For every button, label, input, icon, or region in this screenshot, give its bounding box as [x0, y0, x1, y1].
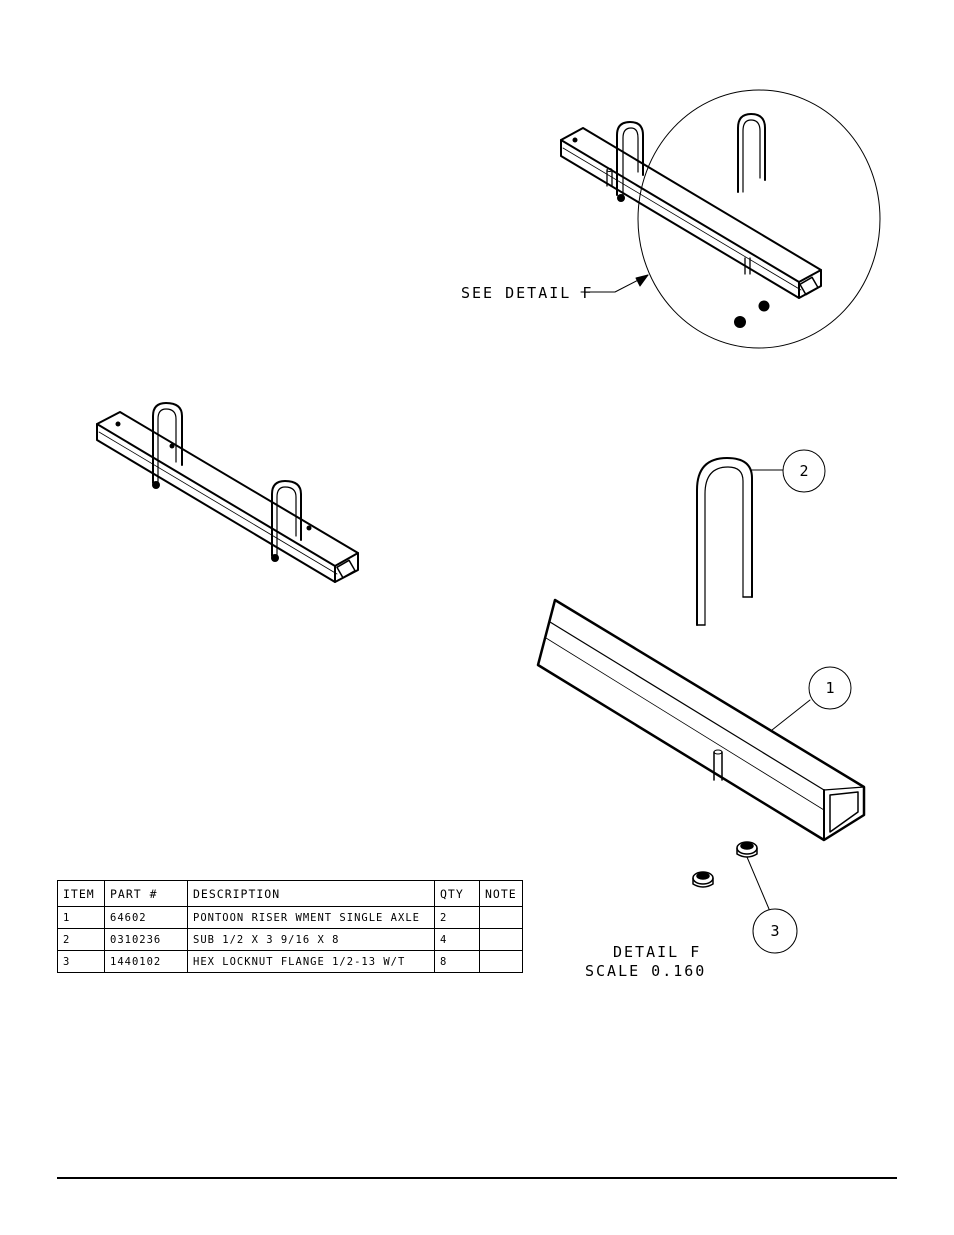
bom-cell-part: 0310236	[104, 928, 188, 951]
bom-cell-item: 2	[57, 928, 105, 951]
bom-row: 1 64602 PONTOON RISER WMENT SINGLE AXLE …	[57, 906, 523, 929]
bom-cell-item: 3	[57, 950, 105, 973]
top-assembly-view	[560, 89, 881, 349]
footer-rule	[57, 1177, 897, 1179]
detail-title: DETAIL F	[613, 943, 701, 961]
bom-header-item: ITEM	[57, 880, 105, 907]
bom-row: 2 0310236 SUB 1/2 X 3 9/16 X 8 4	[57, 928, 523, 951]
bom-header-qty: QTY	[434, 880, 480, 907]
bom-cell-part: 64602	[104, 906, 188, 929]
bill-of-materials: ITEM PART # DESCRIPTION QTY NOTE 1 64602…	[57, 880, 523, 973]
detail-scale: SCALE 0.160	[585, 962, 706, 980]
bom-cell-note	[479, 906, 523, 929]
bom-cell-qty: 4	[434, 928, 480, 951]
bom-cell-description: SUB 1/2 X 3 9/16 X 8	[187, 928, 435, 951]
bom-cell-description: HEX LOCKNUT FLANGE 1/2-13 W/T	[187, 950, 435, 973]
bom-cell-qty: 2	[434, 906, 480, 929]
detail-f-view	[536, 449, 866, 954]
bom-cell-part: 1440102	[104, 950, 188, 973]
balloon-label: 1	[825, 679, 834, 697]
bom-header-note: NOTE	[479, 880, 523, 907]
bom-header-description: DESCRIPTION	[187, 880, 435, 907]
bom-cell-qty: 8	[434, 950, 480, 973]
bom-header-part: PART #	[104, 880, 188, 907]
bom-cell-note	[479, 928, 523, 951]
full-assembly-view	[96, 402, 359, 583]
see-detail-callout: SEE DETAIL F	[461, 284, 593, 302]
bom-cell-note	[479, 950, 523, 973]
balloon-label: 3	[770, 922, 779, 940]
bom-cell-item: 1	[57, 906, 105, 929]
balloon-label: 2	[799, 462, 808, 480]
bom-header-row: ITEM PART # DESCRIPTION QTY NOTE	[57, 880, 523, 907]
bom-cell-description: PONTOON RISER WMENT SINGLE AXLE	[187, 906, 435, 929]
bom-row: 3 1440102 HEX LOCKNUT FLANGE 1/2-13 W/T …	[57, 950, 523, 973]
